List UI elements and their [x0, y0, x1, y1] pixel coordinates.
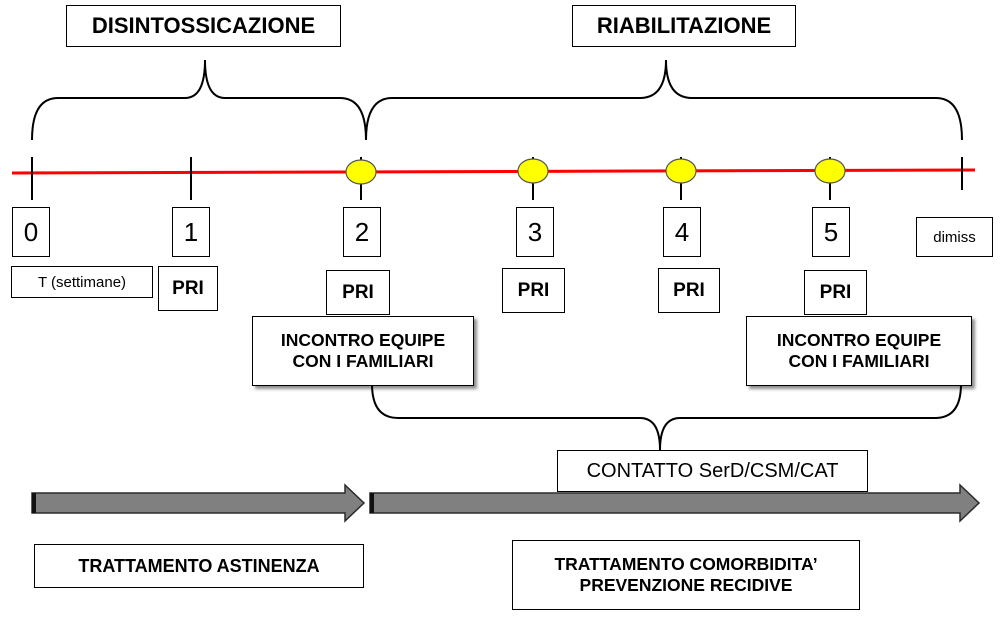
week-label-dimiss-text: dimiss: [933, 228, 976, 246]
pri-box-week-2: PRI: [326, 270, 390, 315]
meeting-left-text: INCONTRO EQUIPE CON I FAMILIARI: [280, 329, 446, 371]
contact-box: CONTATTO SerD/CSM/CAT: [557, 450, 868, 492]
brace-contact: [371, 383, 962, 451]
meeting-right-text: INCONTRO EQUIPE CON I FAMILIARI: [776, 329, 942, 371]
treatment-comorbidity: TRATTAMENTO COMORBIDITA’ PREVENZIONE REC…: [512, 540, 860, 610]
pri-text: PRI: [342, 281, 374, 303]
arrow-comorbidity-tail: [370, 493, 374, 513]
phase-title-detox-text: DISINTOSSICAZIONE: [91, 13, 316, 38]
pri-box-week-5: PRI: [804, 270, 867, 315]
marker-week-2: [345, 159, 377, 185]
time-unit-label: T (settimane): [11, 266, 153, 298]
phase-title-rehab-text: RIABILITAZIONE: [596, 13, 772, 38]
pri-box-week-1: PRI: [158, 266, 218, 311]
week-label-5-text: 5: [823, 216, 839, 247]
week-label-0-text: 0: [23, 216, 39, 247]
week-label-1: 1: [172, 207, 210, 257]
week-label-dimiss: dimiss: [916, 217, 993, 257]
week-label-1-text: 1: [183, 216, 199, 247]
week-label-2-text: 2: [354, 216, 370, 247]
phase-title-rehab: RIABILITAZIONE: [572, 5, 796, 47]
week-label-5: 5: [812, 207, 850, 257]
pri-text: PRI: [172, 277, 204, 299]
week-label-0: 0: [12, 207, 50, 257]
brace-detox: [31, 59, 367, 141]
pri-box-week-4: PRI: [658, 268, 720, 313]
week-label-3-text: 3: [527, 216, 543, 247]
arrow-withdrawal: [31, 483, 366, 523]
pri-text: PRI: [517, 279, 550, 301]
time-unit-text: T (settimane): [37, 273, 127, 291]
marker-week-4: [665, 158, 697, 184]
week-label-3: 3: [516, 207, 554, 257]
week-label-4: 4: [663, 207, 701, 257]
pri-text: PRI: [819, 281, 852, 303]
pri-text: PRI: [673, 279, 705, 301]
treatment-comorbidity-text: TRATTAMENTO COMORBIDITA’ PREVENZIONE REC…: [554, 553, 818, 595]
arrow-comorbidity: [369, 483, 981, 523]
phase-title-detox: DISINTOSSICAZIONE: [66, 5, 341, 47]
contact-text: CONTATTO SerD/CSM/CAT: [586, 459, 839, 482]
marker-week-3: [517, 158, 549, 184]
meeting-box-right: INCONTRO EQUIPE CON I FAMILIARI: [746, 316, 972, 386]
arrow-withdrawal-tail: [32, 493, 36, 513]
treatment-withdrawal-text: TRATTAMENTO ASTINENZA: [78, 555, 320, 576]
treatment-withdrawal: TRATTAMENTO ASTINENZA: [34, 544, 364, 588]
meeting-box-left: INCONTRO EQUIPE CON I FAMILIARI: [252, 316, 474, 386]
pri-box-week-3: PRI: [502, 268, 565, 313]
brace-rehab: [365, 59, 963, 141]
marker-week-5: [814, 158, 846, 184]
week-label-4-text: 4: [674, 216, 690, 247]
week-label-2: 2: [343, 207, 381, 257]
